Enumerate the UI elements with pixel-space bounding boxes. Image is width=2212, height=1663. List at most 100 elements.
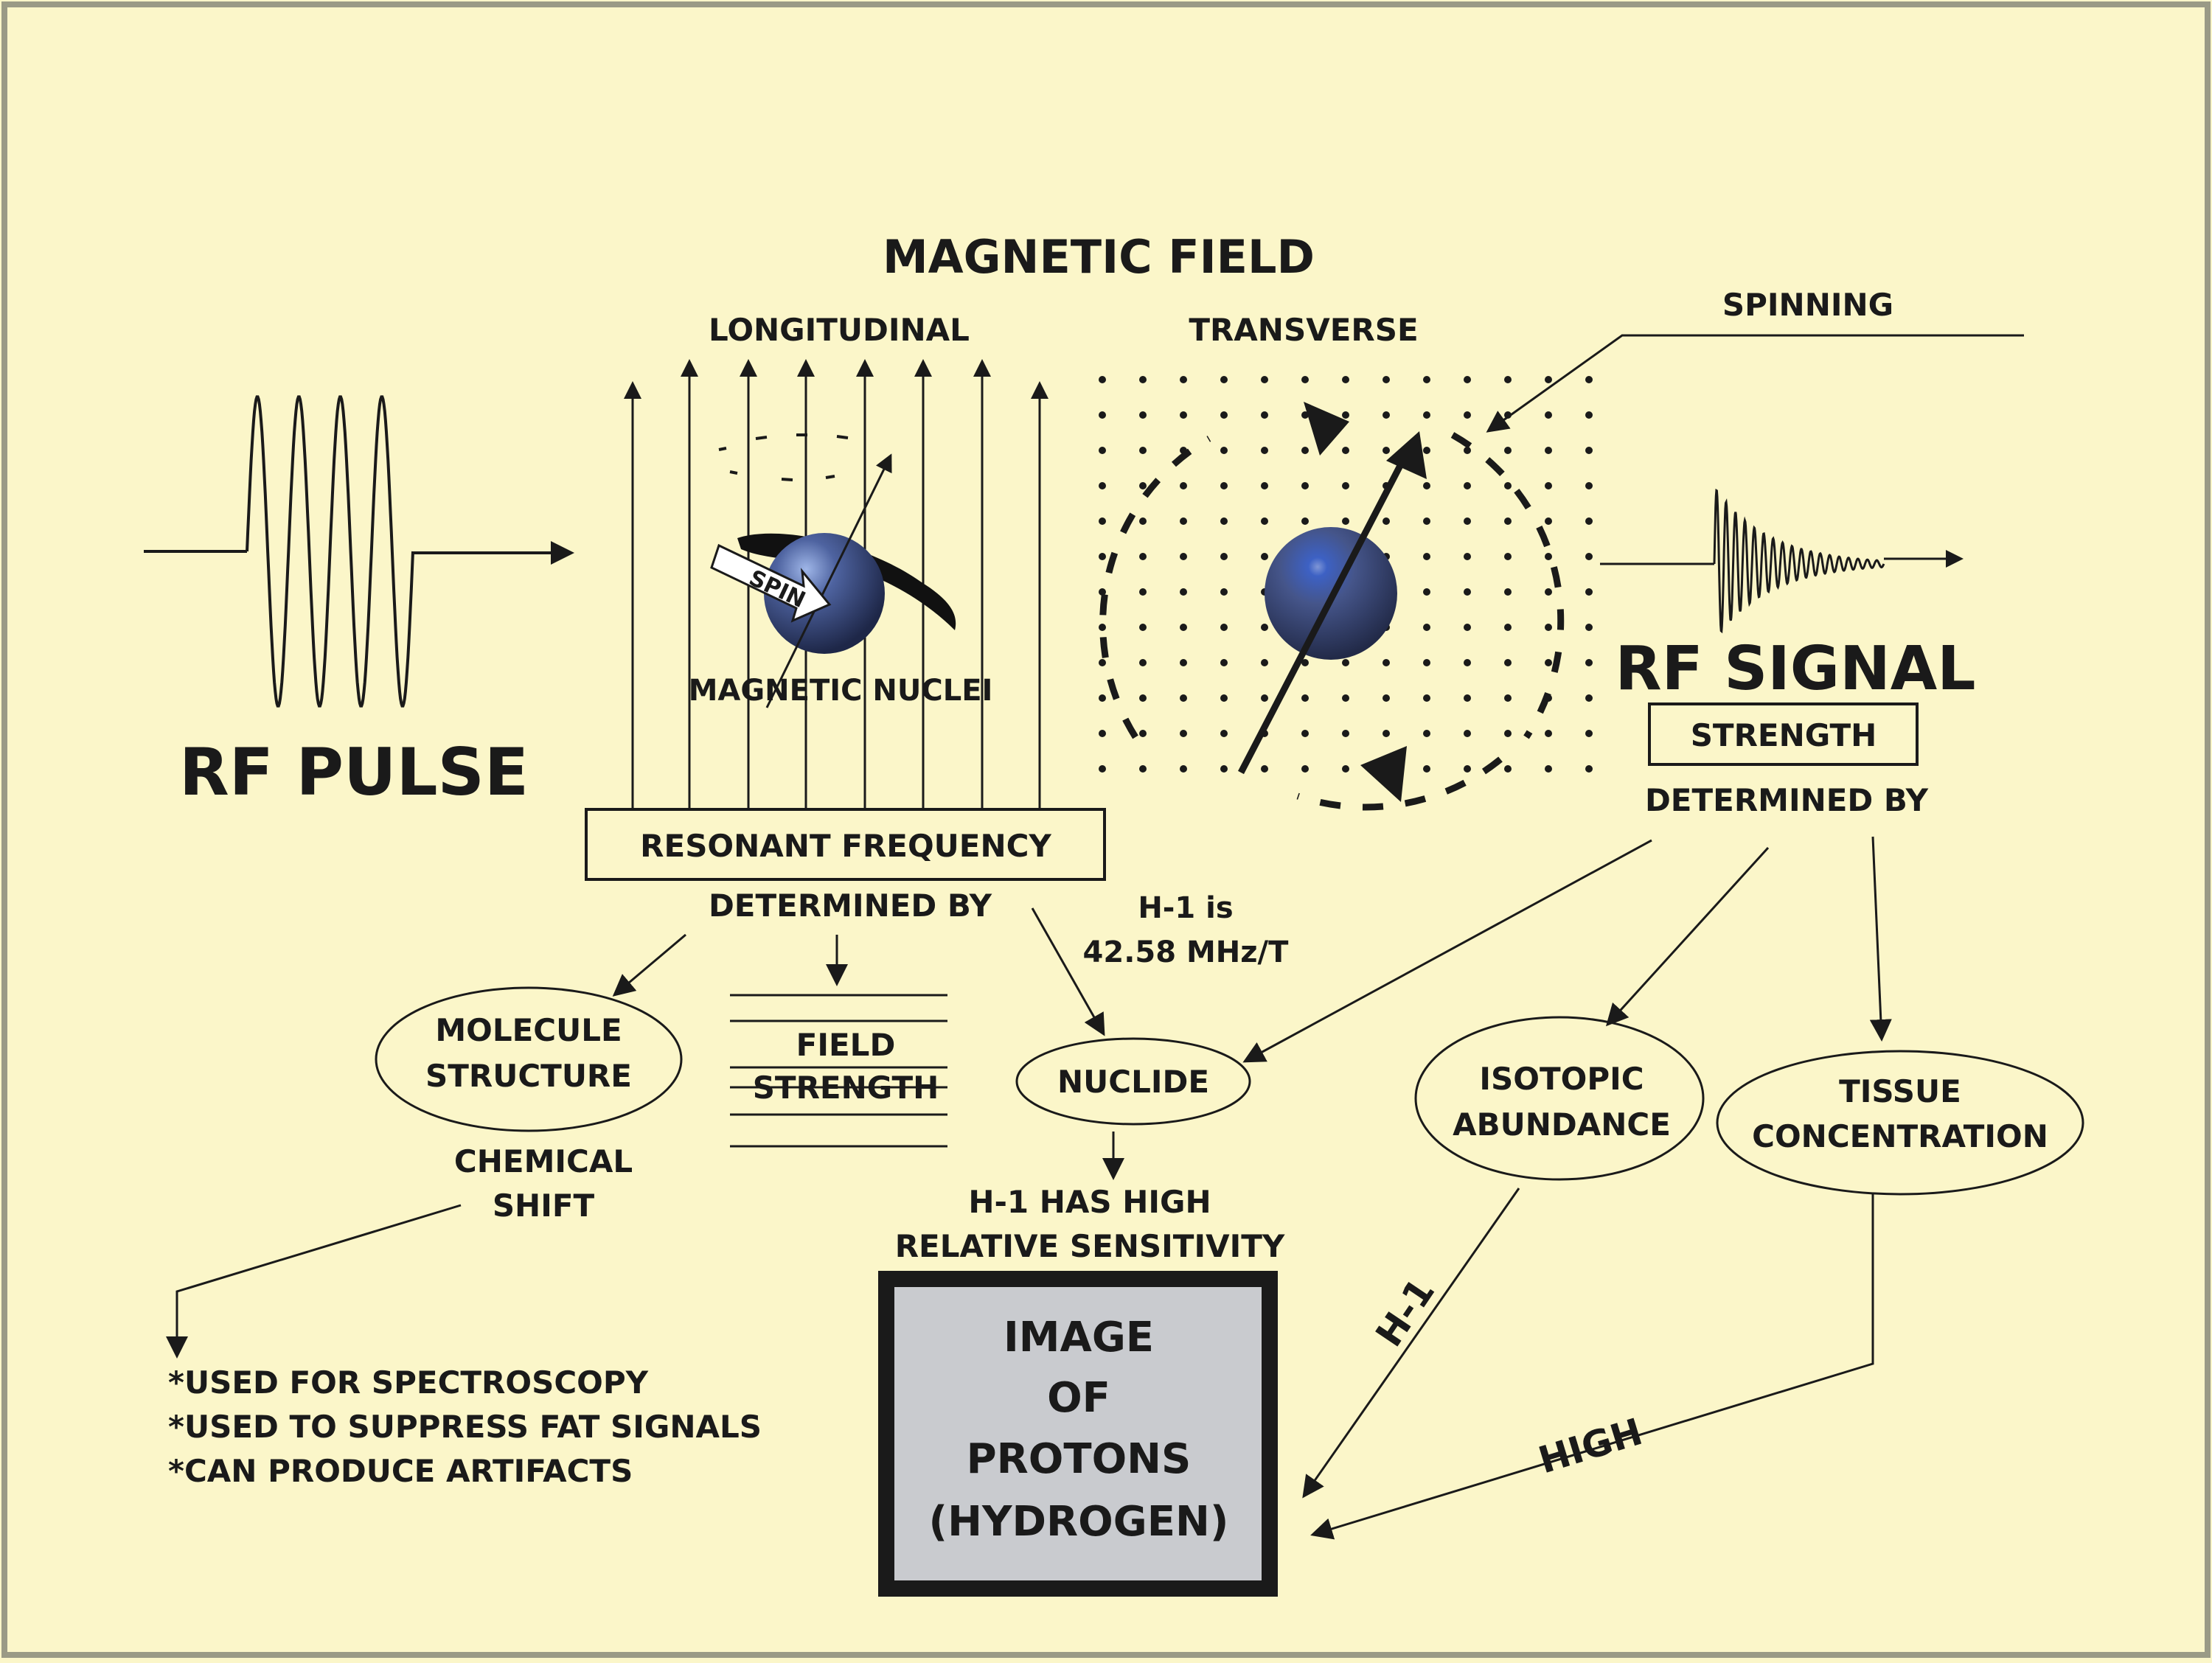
- field-dot: [1180, 765, 1187, 773]
- field-dot: [1464, 447, 1471, 454]
- field-dot: [1220, 765, 1228, 773]
- field-dot: [1139, 517, 1147, 525]
- field-dot: [1099, 553, 1106, 560]
- resonant-frequency-label: RESONANT FREQUENCY: [640, 828, 1051, 864]
- magnetic-nuclei-label: MAGNETIC NUCLEI: [689, 674, 993, 708]
- field-dot: [1180, 482, 1187, 489]
- field-dot: [1504, 659, 1512, 666]
- chemical-shift-arrow: [166, 1204, 462, 1359]
- field-dot: [1342, 447, 1349, 454]
- field-dot: [1585, 411, 1593, 419]
- field-dot: [1585, 517, 1593, 525]
- field-dot: [1261, 376, 1268, 383]
- field-dot: [1180, 694, 1187, 702]
- field-dot: [1342, 411, 1349, 419]
- isotopic-abundance-node: [1414, 1016, 1705, 1181]
- field-dot: [1504, 765, 1512, 773]
- field-dot: [1180, 588, 1187, 596]
- field-dot: [1545, 730, 1552, 737]
- field-dot: [1382, 659, 1390, 666]
- field-dot: [1261, 659, 1268, 666]
- precession-dashes: [718, 433, 849, 481]
- field-dot: [1423, 588, 1430, 596]
- rf-pulse-label: RF PULSE: [179, 734, 529, 810]
- nuclide-label: NUCLIDE: [1057, 1064, 1209, 1100]
- field-dot: [1342, 517, 1349, 525]
- tissue-concentration-line2: CONCENTRATION: [1752, 1118, 2048, 1154]
- field-dot: [1180, 376, 1187, 383]
- field-dot: [1220, 624, 1228, 631]
- field-dot: [1342, 659, 1349, 666]
- image-line2: OF: [1047, 1374, 1110, 1422]
- field-dot: [1139, 376, 1147, 383]
- field-dot: [1220, 553, 1228, 560]
- high-edge-label: HIGH: [1534, 1410, 1647, 1482]
- field-dot: [1464, 730, 1471, 737]
- field-dot: [1464, 553, 1471, 560]
- field-dot: [1545, 517, 1552, 525]
- image-line1: IMAGE: [1004, 1314, 1154, 1362]
- field-dot: [1504, 482, 1512, 489]
- h1-frequency-line2: 42.58 MHz/T: [1083, 935, 1290, 969]
- field-dot: [1301, 694, 1309, 702]
- field-dot: [1423, 694, 1430, 702]
- field-dot: [1220, 517, 1228, 525]
- field-dot: [1301, 482, 1309, 489]
- field-dot: [1139, 765, 1147, 773]
- h1-sensitivity-line2: RELATIVE SENSITIVITY: [895, 1228, 1285, 1264]
- field-dot: [1099, 730, 1106, 737]
- field-dot: [1099, 482, 1106, 489]
- field-dot: [1220, 376, 1228, 383]
- field-dot: [1301, 376, 1309, 383]
- field-dot: [1545, 482, 1552, 489]
- field-dot: [1180, 730, 1187, 737]
- field-dot: [1464, 517, 1471, 525]
- field-dot: [1585, 588, 1593, 596]
- field-dot: [1139, 624, 1147, 631]
- field-dot: [1382, 517, 1390, 525]
- field-dot: [1261, 553, 1268, 560]
- field-strength-line2: STRENGTH: [753, 1070, 939, 1106]
- field-dot: [1220, 659, 1228, 666]
- field-dot: [1180, 411, 1187, 419]
- field-dot: [1342, 765, 1349, 773]
- field-dot: [1464, 694, 1471, 702]
- use-artifacts: *CAN PRODUCE ARTIFACTS: [168, 1453, 633, 1489]
- magnetic-nucleus-longitudinal: SPIN: [710, 453, 956, 708]
- tissue-concentration-line1: TISSUE: [1839, 1073, 1961, 1109]
- field-dot: [1464, 659, 1471, 666]
- field-dot: [1504, 447, 1512, 454]
- field-dot: [1180, 624, 1187, 631]
- field-dot: [1261, 447, 1268, 454]
- field-dot: [1585, 659, 1593, 666]
- field-dot: [1545, 624, 1552, 631]
- precession-arrowhead-top: [1304, 402, 1349, 456]
- field-dot: [1261, 517, 1268, 525]
- field-dot: [1423, 411, 1430, 419]
- spinning-pointer: [1486, 334, 2024, 433]
- longitudinal-label: LONGITUDINAL: [709, 312, 970, 348]
- field-dot: [1504, 588, 1512, 596]
- field-dot: [1464, 765, 1471, 773]
- spin-arrow: [710, 543, 832, 623]
- molecule-structure-node: [375, 986, 683, 1132]
- field-dot: [1423, 765, 1430, 773]
- field-dot: [1139, 694, 1147, 702]
- transverse-label: TRANSVERSE: [1189, 312, 1418, 348]
- field-dot: [1139, 553, 1147, 560]
- nuclide-node: [1015, 1037, 1251, 1126]
- field-dot: [1220, 730, 1228, 737]
- field-dot: [1099, 694, 1106, 702]
- field-dot: [1301, 659, 1309, 666]
- field-dot: [1139, 482, 1147, 489]
- field-dot: [1464, 588, 1471, 596]
- field-dot: [1220, 588, 1228, 596]
- field-dot: [1545, 447, 1552, 454]
- field-dot: [1423, 376, 1430, 383]
- field-dot: [1261, 482, 1268, 489]
- field-dot: [1301, 765, 1309, 773]
- field-dot: [1220, 411, 1228, 419]
